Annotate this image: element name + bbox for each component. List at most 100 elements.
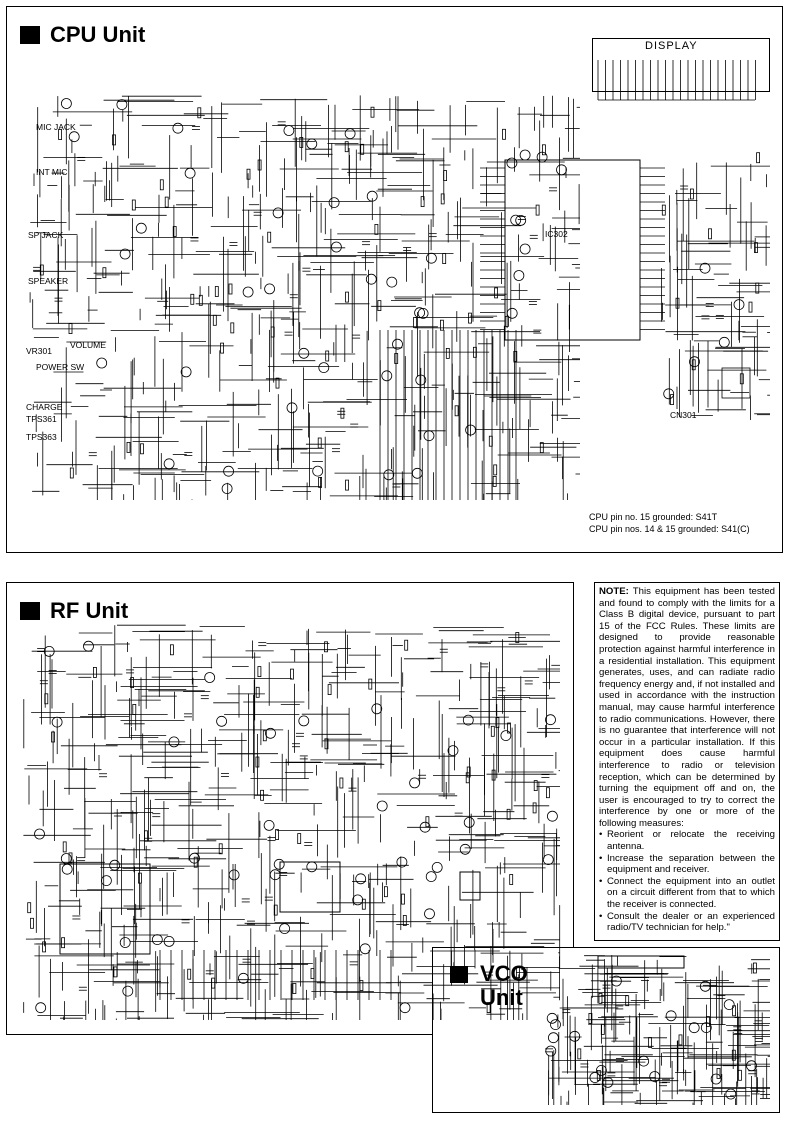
schematic-trace — [135, 222, 147, 234]
schematic-trace — [330, 241, 342, 253]
schematic-trace — [119, 248, 131, 260]
schematic-trace — [459, 871, 481, 901]
schematic-trace — [283, 125, 295, 136]
schematic-trace — [440, 193, 445, 205]
schematic-trace — [257, 159, 262, 171]
ref-label: VOLUME — [70, 340, 106, 350]
schematic-trace — [670, 394, 674, 406]
schematic-trace — [451, 969, 456, 980]
schematic-trace — [255, 756, 260, 768]
schematic-trace — [318, 362, 330, 374]
ref-label: VR301 — [26, 346, 52, 356]
schematic-trace — [204, 672, 216, 683]
schematic-trace — [292, 983, 297, 994]
title-marker-icon — [20, 26, 40, 44]
schematic-trace — [286, 402, 298, 414]
schematic-trace — [661, 204, 666, 216]
schematic-trace — [611, 975, 622, 987]
schematic-trace — [228, 283, 233, 295]
schematic-trace — [197, 107, 202, 119]
schematic-trace — [539, 442, 544, 454]
schematic-trace — [184, 167, 196, 179]
schematic-trace — [723, 999, 735, 1010]
schematic-trace — [180, 366, 192, 378]
display-label: DISPLAY — [645, 40, 698, 52]
schematic-trace — [383, 886, 388, 898]
schematic-trace — [257, 666, 262, 677]
schematic-trace — [699, 980, 711, 992]
schematic-trace — [119, 937, 131, 948]
schematic-trace — [30, 917, 34, 929]
schematic-trace — [116, 99, 128, 110]
schematic-trace — [513, 270, 525, 281]
schematic-trace — [34, 828, 45, 840]
schematic-trace — [230, 322, 235, 334]
ref-label: TPS361 — [26, 414, 57, 424]
schematic-trace — [515, 632, 520, 643]
schematic-trace — [383, 469, 395, 481]
schematic-trace — [366, 190, 378, 202]
schematic-trace — [159, 179, 164, 191]
fcc-note-body: This equipment has been tested and found… — [599, 586, 775, 829]
schematic-trace — [678, 1034, 683, 1046]
schematic-trace — [738, 1069, 742, 1081]
schematic-trace — [68, 323, 73, 335]
schematic-trace — [164, 196, 169, 208]
schematic-trace — [439, 319, 444, 331]
schematic-trace — [298, 715, 310, 727]
schematic-trace — [273, 858, 285, 870]
schematic-trace — [83, 640, 94, 652]
schematic-trace — [43, 646, 55, 657]
schematic-trace — [112, 134, 116, 146]
schematic-trace — [260, 789, 265, 801]
schematic-trace — [122, 985, 134, 997]
schematic-trace — [298, 347, 310, 359]
schematic-trace — [494, 287, 499, 299]
schematic-trace — [131, 199, 136, 211]
schematic-trace — [545, 1045, 557, 1057]
schematic-trace — [491, 769, 496, 781]
schematic-trace — [361, 898, 366, 910]
schematic-trace — [140, 443, 144, 455]
schematic-trace — [312, 465, 324, 477]
schematic-trace — [61, 863, 73, 875]
schematic-trace — [255, 686, 260, 698]
schematic-trace — [223, 465, 235, 477]
schematic-trace — [220, 342, 225, 354]
schematic-trace — [27, 902, 32, 914]
schematic-trace — [532, 802, 537, 814]
schematic-trace — [442, 253, 447, 265]
schematic-trace — [392, 338, 403, 350]
ref-label: POWER SW — [36, 362, 85, 372]
schematic-trace — [317, 437, 322, 449]
schematic-trace — [513, 350, 518, 362]
schematic-trace — [596, 1065, 607, 1076]
schematic-trace — [465, 772, 470, 784]
schematic-trace — [270, 326, 275, 338]
schematic-trace — [689, 356, 700, 368]
schematic-trace — [675, 297, 680, 309]
schematic-trace — [490, 725, 495, 737]
schematic-trace — [212, 314, 217, 326]
schematic-trace — [409, 777, 421, 789]
schematic-trace — [462, 714, 474, 726]
ref-label: CHARGE — [26, 402, 63, 412]
display-module — [592, 38, 770, 92]
schematic-trace — [546, 787, 550, 799]
fcc-measure-item: Increase the separation between the equi… — [599, 853, 775, 876]
schematic-trace — [691, 359, 696, 371]
schematic-trace — [172, 122, 184, 134]
schematic-trace — [577, 1048, 582, 1060]
schematic-trace — [68, 852, 73, 864]
schematic-trace — [381, 370, 393, 382]
schematic-trace — [515, 214, 527, 226]
schematic-trace — [360, 143, 365, 155]
schematic-trace — [401, 893, 405, 905]
schematic-trace — [415, 374, 427, 386]
schematic-trace — [61, 937, 65, 949]
schematic-trace — [377, 300, 382, 312]
schematic-trace — [739, 373, 744, 385]
schematic-trace — [113, 966, 118, 978]
fcc-measure-item: Consult the dealer or an experienced rad… — [599, 911, 775, 934]
